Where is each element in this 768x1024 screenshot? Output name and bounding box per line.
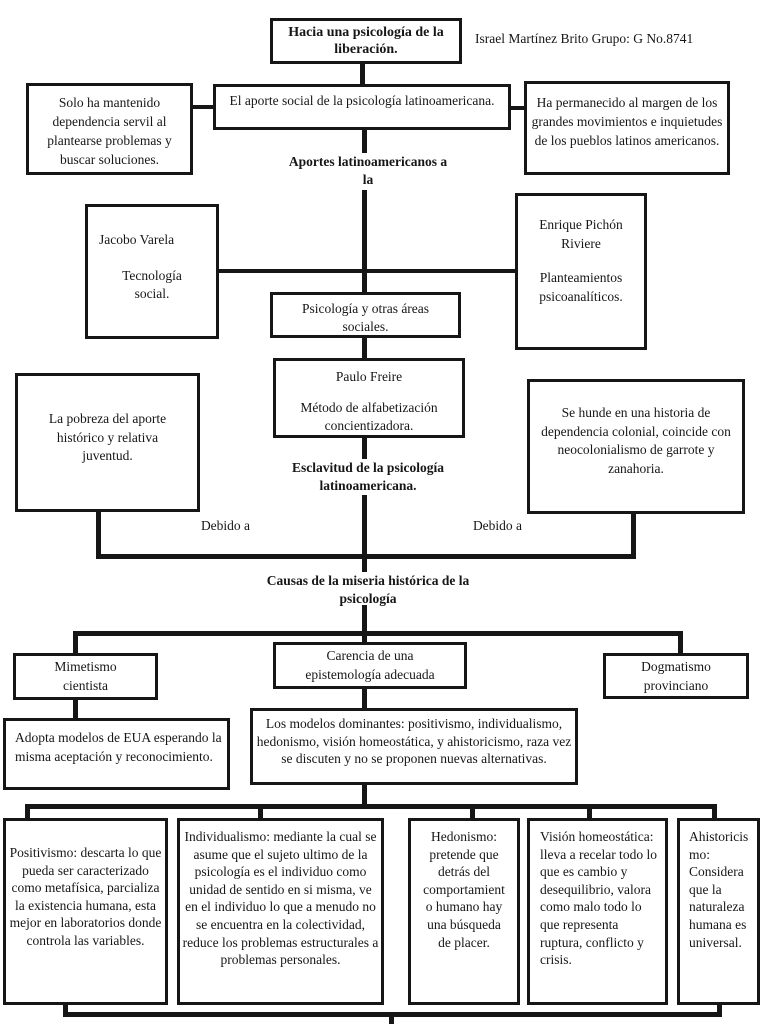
node-dependencia-colonial: Se hunde en una historia de dependencia …	[527, 379, 745, 514]
connector-bottom-center-down	[389, 1012, 394, 1024]
connector-jacobo-enrique	[219, 269, 515, 273]
label-aportes-latinoamericanos: Aportes latinoamericanos a la	[288, 154, 448, 187]
jacobo-detail: Tecnología social.	[122, 267, 182, 302]
connector-drop-vision	[587, 807, 592, 818]
connector-branch-dogmatismo	[678, 631, 683, 653]
connector-branch-mimetismo	[73, 631, 78, 653]
node-dependencia-servil: Solo ha mantenido dependencia servil al …	[26, 83, 193, 175]
node-aporte-social: El aporte social de la psicología latino…	[213, 84, 511, 130]
connector-drop-hedonismo	[470, 807, 475, 818]
node-ahistoricismo: Ahistoricismo: Considera que la naturale…	[677, 818, 760, 1005]
connector-modelos-branch	[362, 785, 367, 806]
connector-mimetismo-adopta	[73, 700, 78, 718]
connector-hunde-down	[631, 514, 636, 554]
connector-aporte-margen	[511, 106, 524, 110]
node-title: Hacia una psicología de la liberación.	[270, 18, 462, 64]
node-pobreza-aporte: La pobreza del aporte histórico y relati…	[15, 373, 200, 512]
label-debido-a-right: Debido a	[472, 518, 523, 533]
node-positivismo: Positivismo: descarta lo que pueda ser c…	[3, 818, 168, 1005]
connector-label-psicologia	[362, 190, 367, 292]
connector-solo-aporte	[193, 105, 213, 109]
connector-esclavitud-causas	[362, 495, 367, 572]
enrique-name: Enrique Pichón Riviere	[539, 217, 623, 251]
connector-paulo-esclavitud	[362, 438, 367, 459]
connector-branch-horizontal	[73, 631, 683, 636]
connector-bottom-branch-horizontal	[25, 804, 717, 809]
node-enrique-pichon: Enrique Pichón Riviere Planteamientos ps…	[515, 193, 647, 350]
label-causas-miseria: Causas de la miseria histórica de la psi…	[266, 573, 470, 606]
jacobo-name: Jacobo Varela	[99, 232, 175, 247]
node-paulo-freire: Paulo Freire Método de alfabetización co…	[273, 358, 465, 438]
node-al-margen: Ha permanecido al margen de los grandes …	[524, 81, 730, 175]
node-dogmatismo: Dogmatismo provinciano	[603, 653, 749, 699]
node-vision-homeostatica: Visión homeostática: lleva a recelar tod…	[527, 818, 668, 1005]
connector-causas-branch	[362, 605, 367, 633]
node-carencia-epistemologia: Carencia de una epistemología adecuada	[273, 642, 467, 689]
author-credit: Israel Martínez Brito Grupo: G No.8741	[475, 31, 694, 46]
node-jacobo-varela: Jacobo Varela Tecnología social.	[85, 204, 219, 339]
paulo-name: Paulo Freire	[335, 369, 403, 384]
node-adopta-modelos: Adopta modelos de EUA esperando la misma…	[3, 718, 230, 790]
connector-title-aporte	[360, 64, 365, 85]
node-modelos-dominantes: Los modelos dominantes: positivismo, ind…	[250, 708, 578, 785]
connector-carencia-modelos	[362, 689, 367, 708]
connector-drop-ahistoricismo	[712, 804, 717, 818]
connector-debido-horizontal	[96, 554, 636, 559]
node-hedonismo: Hedonismo: pretende que detrás del compo…	[408, 818, 520, 1005]
connector-psicologia-paulo	[362, 338, 367, 358]
connector-pobreza-down	[96, 512, 101, 554]
label-debido-a-left: Debido a	[200, 518, 251, 533]
connector-bottom-left-up	[63, 1003, 68, 1014]
connector-drop-positivismo	[25, 804, 30, 818]
connector-aporte-label	[362, 130, 367, 153]
label-esclavitud: Esclavitud de la psicología latinoameric…	[292, 460, 444, 493]
node-otras-areas: Psicología y otras áreas sociales.	[270, 292, 461, 338]
paulo-detail: Método de alfabetización concientizadora…	[300, 400, 438, 433]
connector-bottom-right-up	[717, 1003, 722, 1014]
connector-branch-carencia	[362, 634, 367, 643]
enrique-detail: Planteamientos psicoanalíticos.	[539, 270, 623, 304]
node-individualismo: Individualismo: mediante la cual se asum…	[177, 818, 384, 1005]
node-mimetismo: Mimetismo cientista	[13, 653, 158, 700]
connector-drop-individualismo	[258, 807, 263, 818]
